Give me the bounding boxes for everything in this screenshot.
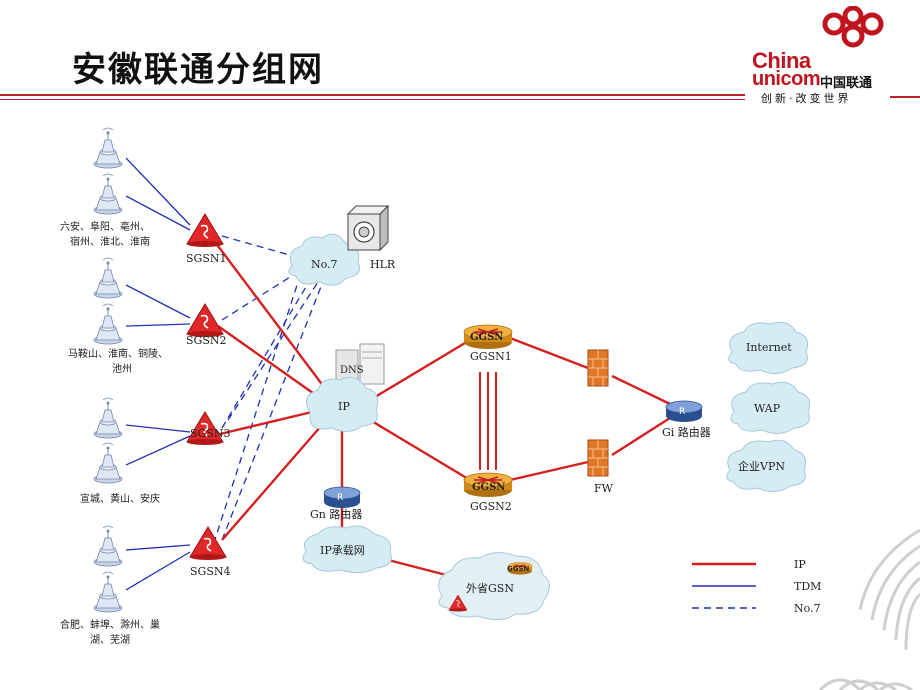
firewall-icon	[587, 439, 609, 477]
sgsn4-label: SGSN4	[190, 565, 230, 578]
region-line: 六安、阜阳、亳州、	[60, 220, 150, 233]
brand-unicom: unicom	[752, 68, 821, 90]
china-unicom-logo-icon	[822, 6, 884, 48]
region-line: 宣城、黄山、安庆	[80, 492, 160, 505]
sgsn1-label: SGSN1	[186, 252, 226, 265]
other-gsn-label: 外省GSN	[466, 582, 514, 595]
base-station-icon	[93, 397, 123, 439]
region-line: 马鞍山、淮南、铜陵、	[68, 347, 168, 360]
wap-label: WAP	[754, 402, 781, 415]
base-station-icon	[93, 442, 123, 484]
firewall-icon	[587, 349, 609, 387]
base-station-icon	[93, 257, 123, 299]
sgsn2-icon	[186, 303, 224, 338]
ggsn1-badge: GGSN	[470, 332, 503, 343]
sgsn1-icon	[186, 213, 224, 248]
wap-cloud: WAP	[730, 381, 811, 434]
tdm-links	[125, 157, 191, 591]
ggsn1-label: GGSN1	[470, 350, 512, 363]
page-title: 安徽联通分组网	[72, 50, 324, 90]
brand-cn: 中国联通	[820, 76, 873, 91]
sgsn2-label: SGSN2	[186, 334, 226, 347]
ip-label: IP	[338, 400, 350, 413]
router-letter: R	[679, 407, 685, 417]
region-line: 湖、芜湖	[90, 633, 130, 646]
legend-no7: No.7	[794, 602, 821, 615]
base-station-icon	[93, 571, 123, 613]
internet-label: Internet	[746, 341, 792, 354]
no7-label: No.7	[311, 258, 338, 271]
fw-label: FW	[594, 482, 614, 495]
router-letter: R	[337, 493, 343, 503]
hlr-label: HLR	[370, 258, 396, 271]
base-station-icon	[93, 525, 123, 567]
ip-links	[211, 237, 671, 580]
no7-links	[209, 235, 361, 556]
region-line: 宿州、淮北、淮南	[70, 235, 150, 248]
hlr-icon	[346, 204, 390, 252]
other-ggsn-badge: GGSN	[507, 565, 530, 573]
region-label-4: 合肥、蚌埠、滁州、巢 湖、芜湖	[60, 618, 160, 646]
gi-router-label: Gi 路由器	[662, 425, 711, 439]
ggsn2-label: GGSN2	[470, 500, 512, 513]
region-label-1: 六安、阜阳、亳州、 宿州、淮北、淮南	[60, 220, 150, 248]
base-station-icon	[93, 127, 123, 169]
region-label-3: 宣城、黄山、安庆	[80, 492, 160, 505]
base-station-icon	[93, 303, 123, 345]
region-label-2: 马鞍山、淮南、铜陵、 池州	[68, 347, 168, 375]
corner-decoration-icon	[818, 528, 920, 690]
ip-bearer-label: IP承载网	[320, 544, 365, 557]
sgsn3-label: SGSN3	[190, 427, 230, 440]
ip-bearer-cloud: IP承载网	[302, 525, 392, 574]
slogan: 创新·改变世界	[758, 90, 855, 106]
internet-cloud: Internet	[728, 321, 809, 374]
sgsn4-icon	[189, 526, 227, 561]
no7-cloud: No.7	[288, 233, 360, 286]
base-station-icon	[93, 173, 123, 215]
title-rule	[0, 94, 745, 96]
region-line: 合肥、蚌埠、滁州、巢	[60, 618, 160, 631]
ggsn-interlinks	[479, 372, 497, 470]
gn-router-label: Gn 路由器	[310, 507, 362, 521]
region-line: 池州	[112, 362, 132, 375]
brand-china: China	[752, 48, 811, 73]
dns-icon	[335, 343, 385, 385]
legend: IP TDM No.7	[692, 558, 821, 615]
ip-cloud: IP	[305, 376, 379, 432]
ggsn2-badge: GGSN	[472, 482, 505, 493]
legend-tdm: TDM	[794, 580, 821, 593]
dns-label: DNS	[340, 365, 364, 376]
title-rule-right	[890, 96, 920, 98]
legend-ip: IP	[794, 558, 806, 571]
title-rule-thin	[0, 99, 745, 100]
vpn-label: 企业VPN	[738, 459, 785, 473]
vpn-cloud: 企业VPN	[726, 439, 807, 492]
